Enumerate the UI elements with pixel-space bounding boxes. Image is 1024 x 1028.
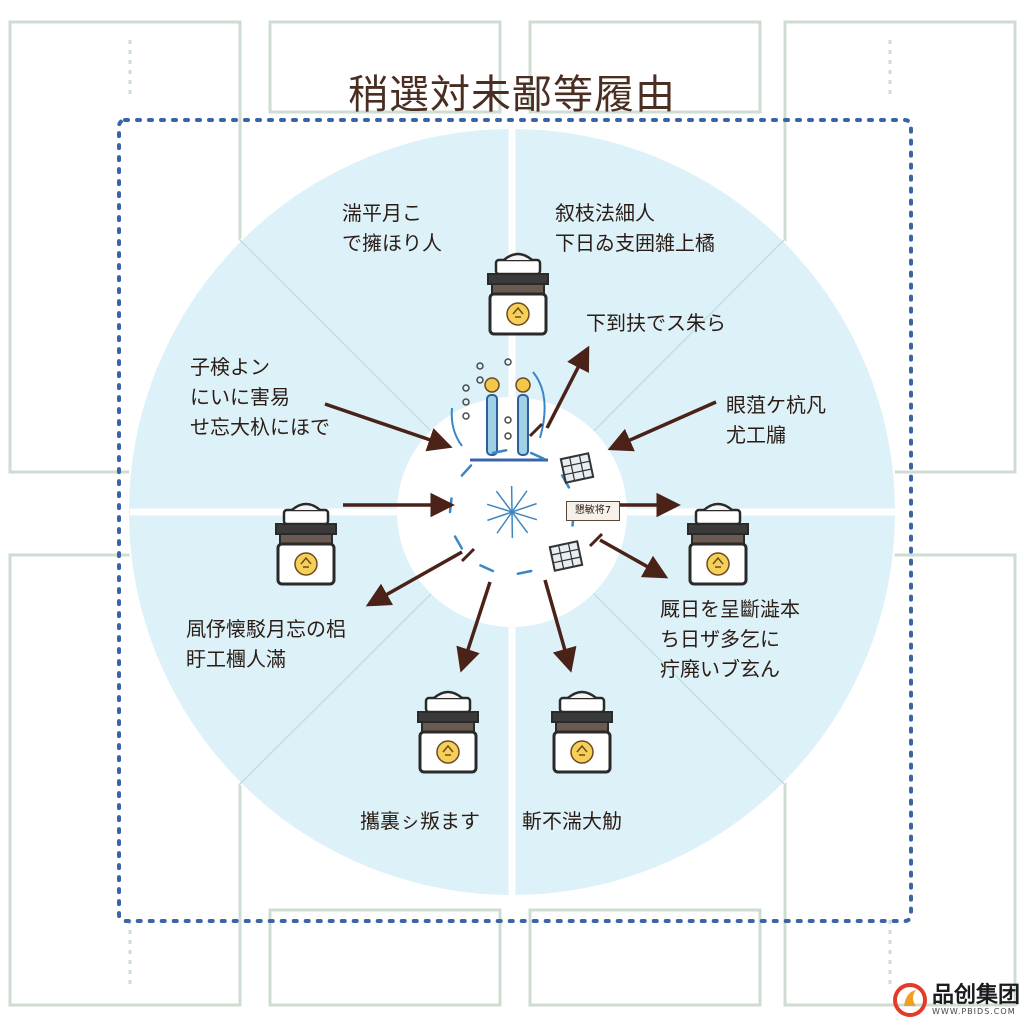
dotted-frame [117,118,913,923]
watermark-text-block: 品创集团 WWW.PBIDS.COM [932,982,1021,1016]
label-line: 厩日を呈斷澁本 [660,597,800,621]
watermark-url: WWW.PBIDS.COM [932,1006,1016,1016]
solar-panel-icon [559,452,595,484]
label-line: 斬不湍大觔 [522,809,622,833]
sector-guide [569,569,785,785]
inhibition-bar [588,532,604,548]
chemical-jar-device-icon [486,252,550,336]
label-line: 眼菹ケ杭凡 [726,393,826,417]
label-line: 凮伃懐駁月忘の梠 [186,617,346,641]
tube-cap [515,377,531,393]
flame-logo-icon [893,983,927,1017]
label-line: 尤工牖 [726,423,786,447]
flow-arrow [456,581,492,673]
flow-arrow [543,579,577,673]
sector-guide [239,569,456,785]
bead [462,384,470,392]
process-cycle-ring [448,449,576,575]
flow-arc [532,371,546,439]
label-line: で擁ほり人 [342,231,442,255]
cycle-arrow-mark [460,464,473,477]
label-bottom-left: 攜裏ㇱ叛ます [360,806,480,836]
label-right-lower: 厩日を呈斷澁本 ち日ザ多乞に 疔廃いブ玄ん [660,594,800,684]
center-star-ray [487,502,537,522]
label-line: せ忘大杁にほで [190,415,330,439]
flow-arrow [365,550,463,607]
watermark-text: 品创集团 [932,982,1021,1008]
tube-cap [484,377,500,393]
flow-arc [450,407,463,447]
label-right-upper: 下到扶でス朱ら [586,308,726,338]
solar-panel-icon [548,540,584,572]
cycle-arrow-mark [516,569,533,575]
diagram-title: 稍選対未鄙等履由 [348,72,676,118]
bead [462,412,470,420]
cycle-arrow-mark [529,451,545,460]
test-tube [486,394,498,456]
label-line: にいに害易 [190,385,290,409]
sector-guides [239,239,785,785]
cycle-arrow-mark [453,535,464,550]
chemical-jar-device-icon [550,690,614,774]
label-line: ち日ザ多乞に [660,627,780,651]
label-line: 湍平月こ [342,201,422,225]
bead [504,358,512,366]
flow-arrow [545,345,590,429]
inhibition-bar [528,422,544,438]
test-tube [517,394,529,456]
flow-arrow [324,402,453,452]
panel-frame [559,452,595,484]
bead [462,398,470,406]
watermark: 品创集团 WWW.PBIDS.COM [892,980,1020,1020]
chemical-jar-device-icon [686,502,750,586]
chemical-jar-device-icon [274,502,338,586]
panel-grid [562,455,592,481]
bead [504,416,512,424]
plan-room [528,20,762,114]
panel-frame [548,540,584,572]
panel-grid [551,543,581,569]
chemical-jar-device-icon [416,690,480,774]
label-line: 叙枝法細人 [555,201,655,225]
cycle-arrow-mark [448,497,453,514]
label-line: 下日ゐ支囲雑上橘 [555,231,715,255]
sector-guide [569,239,785,456]
bead [476,376,484,384]
label-top-left: 湍平月こ で擁ほり人 [342,198,442,258]
background-floorplan [8,20,1017,1007]
bead [504,432,512,440]
label-line: 攜裏ㇱ叛ます [360,809,480,833]
label-top-right: 叙枝法細人 下日ゐ支囲雑上橘 [555,198,715,258]
label-right-mid: 眼菹ケ杭凡 尤工牖 [726,390,826,450]
test-tube-rack-icon [450,358,548,462]
bead [476,362,484,370]
label-left-lower: 凮伃懐駁月忘の梠 盱工檲人滿 [186,614,346,674]
label-line: 子検よン [190,355,270,379]
bead-strings [462,358,512,440]
plan-room [268,908,502,1007]
cycle-arrow-mark [491,449,508,455]
inhibition-bar [460,547,476,563]
core-label: 懇敏将7 [566,501,620,521]
cycle-arrow-mark [479,564,495,573]
label-bottom-right: 斬不湍大觔 [522,806,622,836]
plan-room [268,20,502,114]
flow-arrow [607,400,717,452]
flow-arrows [324,345,717,673]
sector-guide [239,239,456,456]
label-line: 下到扶でス朱ら [586,311,726,335]
flow-arrow [599,538,669,579]
label-line: 疔廃いブ玄ん [660,657,780,681]
label-line: 盱工檲人滿 [186,647,286,671]
plan-room [528,908,762,1007]
label-left-upper: 子検よン にいに害易 せ忘大杁にほで [190,352,330,442]
